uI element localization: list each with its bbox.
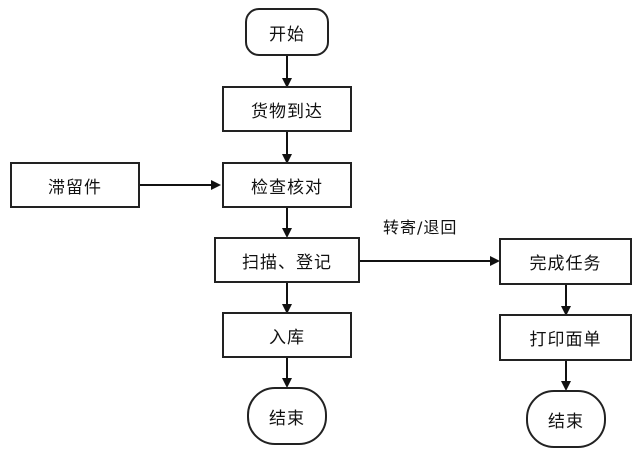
node-goods-arrive: 货物到达: [222, 86, 352, 132]
node-end-left: 结束: [247, 387, 327, 445]
node-end-right: 结束: [526, 390, 606, 448]
node-check: 检查核对: [222, 162, 352, 208]
node-start: 开始: [245, 8, 329, 56]
label-transfer-return: 转寄/退回: [383, 218, 458, 237]
node-print-label: 打印面单: [499, 314, 632, 361]
node-storage: 入库: [222, 312, 352, 358]
node-stranded: 滞留件: [10, 162, 140, 208]
node-complete-task: 完成任务: [499, 238, 632, 285]
node-scan-register: 扫描、登记: [214, 237, 360, 283]
